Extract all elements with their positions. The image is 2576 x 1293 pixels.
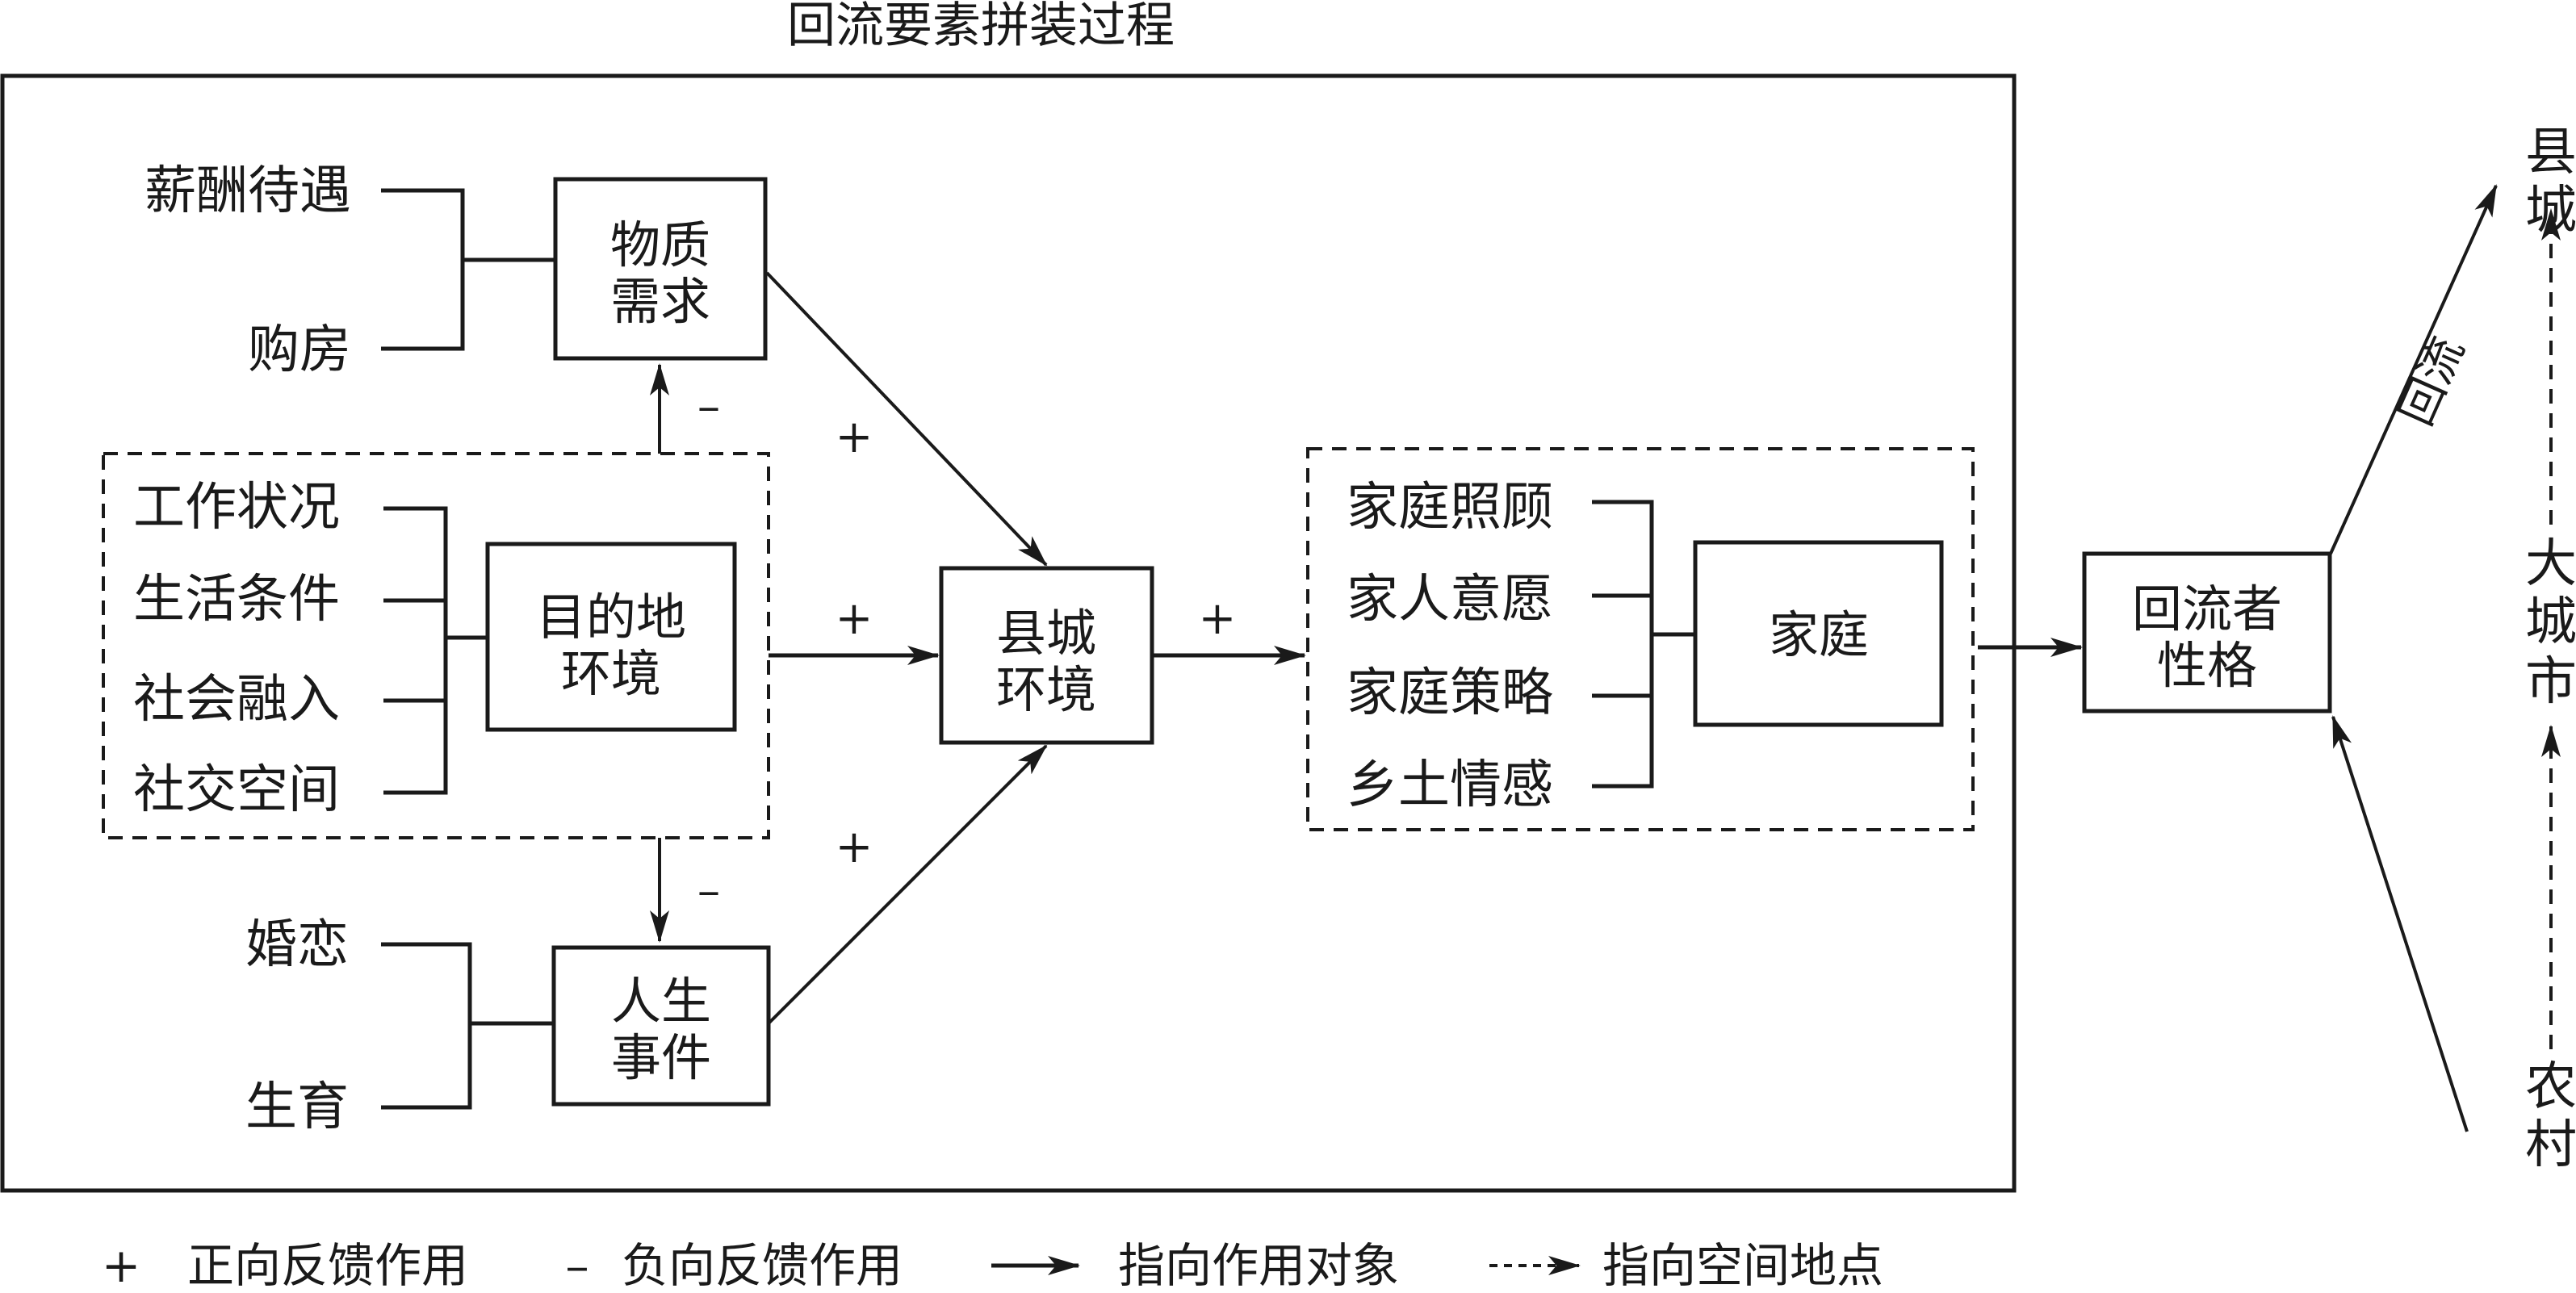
family-group: 家庭照顾 家人意愿 家庭策略 乡土情感 家庭 [1306,447,1975,831]
bracket-connector [1592,500,1695,789]
legend: + 正向反馈作用 – 负向反馈作用 指向作用对象 指向空间地点 [102,1238,1883,1293]
return-label: 回流 [2390,329,2475,433]
material-needs-label-1: 物质 [610,216,710,274]
county-env-label-1: 县城 [996,604,1096,663]
material-needs-group: 薪酬待遇 购房 物质 需求 [145,161,768,380]
family-factor-hometown-sentiment: 乡土情感 [1347,755,1553,815]
life-events-group: 婚恋 生育 人生 事件 [245,915,771,1137]
place-bigcity-3: 市 [2525,652,2576,712]
bracket-connector [381,188,555,351]
place-rural-2: 村 [2525,1115,2576,1175]
life-events-label-1: 人生 [611,972,711,1031]
family-factor-care: 家庭照顾 [1347,478,1553,538]
legend-positive-symbol: + [102,1238,141,1293]
place-bigcity-1: 大 [2525,534,2576,594]
family-label: 家庭 [1769,605,1869,664]
factor-social-integration: 社会融入 [133,670,340,730]
assembly-process-frame [0,73,2017,1193]
returnee-label-1: 回流者 [2132,580,2282,638]
factor-childbirth: 生育 [245,1078,349,1137]
places-column: 县 城 大 城 市 农 村 [2525,123,2576,1175]
destination-dashed-frame [102,452,770,839]
sign-positive: + [836,411,873,463]
material-needs-box [553,177,768,361]
destination-env-box [485,542,737,732]
bracket-connector [383,506,488,795]
family-dashed-frame [1306,447,1975,831]
arrow-material-to-county [765,271,1048,567]
arrow-return-to-county [2329,184,2498,554]
bracket-connector [381,942,554,1110]
diagram-title: 回流要素拼装过程 [787,0,1175,54]
arrow-rural-to-returnee [2331,715,2469,1132]
legend-dashed-arrow-text: 指向空间地点 [1602,1238,1883,1293]
destination-env-label-2: 环境 [561,644,661,703]
sign-negative: – [697,864,720,917]
arrow-life-to-county [767,744,1048,1025]
factor-work: 工作状况 [133,478,340,538]
sign-positive: + [836,592,873,645]
destination-env-label-1: 目的地 [536,588,686,646]
legend-solid-arrow-text: 指向作用对象 [1118,1238,1399,1293]
material-needs-label-2: 需求 [610,272,710,331]
legend-positive-text: 正向反馈作用 [187,1238,468,1293]
returnee-personality-box [2082,551,2332,713]
factor-marriage: 婚恋 [245,915,349,975]
sign-positive: + [1199,592,1237,645]
sign-negative: – [697,380,720,433]
place-county-1: 县 [2525,123,2576,182]
legend-negative-symbol: – [566,1238,589,1293]
sign-positive: + [836,821,873,873]
legend-negative-text: 负向反馈作用 [622,1238,903,1293]
life-events-label-2: 事件 [611,1028,711,1087]
returnee-label-2: 性格 [2157,636,2257,695]
factor-living: 生活条件 [133,570,340,630]
life-events-box [551,945,771,1107]
destination-environment-group: 工作状况 生活条件 社会融入 社交空间 目的地 环境 [102,452,770,839]
factor-salary: 薪酬待遇 [145,161,351,221]
county-env-label-2: 环境 [996,660,1096,719]
family-factor-wishes: 家人意愿 [1347,570,1553,630]
place-rural-1: 农 [2525,1057,2576,1117]
factor-housing: 购房 [248,320,351,380]
factor-social-space: 社交空间 [133,760,340,820]
family-factor-strategy: 家庭策略 [1347,663,1553,723]
family-box [1693,540,1944,727]
place-bigcity-2: 城 [2525,592,2576,652]
